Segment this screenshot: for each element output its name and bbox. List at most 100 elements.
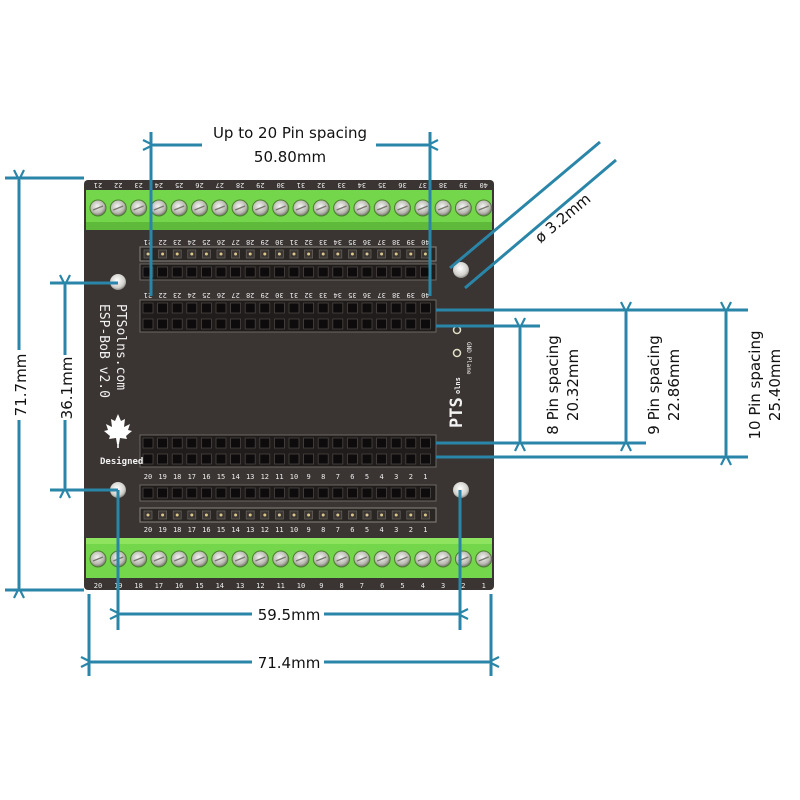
- top-male-pin-40: [423, 252, 427, 256]
- bottom-terminal-label-6: 6: [380, 582, 384, 590]
- bottom-header-row1-label-4: 4: [379, 473, 383, 481]
- screw-slot: [234, 556, 246, 562]
- bottom-double-row2-socket-18: [171, 453, 183, 465]
- screw-slot: [133, 205, 144, 211]
- bottom-single-socket-17: [186, 487, 198, 499]
- bottom-double-row1-socket-15: [215, 437, 227, 449]
- bottom-header-row2-label-13: 13: [246, 526, 254, 534]
- dim-50-80-value: 50.80mm: [254, 148, 326, 166]
- top-terminal-label-29: 29: [256, 181, 264, 189]
- bottom-double-row1-socket-2: [405, 437, 417, 449]
- bottom-male-pin-2: [409, 513, 413, 517]
- top-terminal-label-40: 40: [479, 181, 487, 189]
- bottom-header-row1-label-15: 15: [217, 473, 225, 481]
- bottom-double-row2-socket-8: [317, 453, 329, 465]
- top-header-row2-label-35: 35: [348, 291, 356, 299]
- bottom-header-row1-label-8: 8: [321, 473, 325, 481]
- top-header-row2-label-26: 26: [217, 291, 225, 299]
- top-double-row1-socket-29: [259, 302, 271, 314]
- bottom-single-socket-3: [390, 487, 402, 499]
- top-double-row2-socket-27: [230, 318, 242, 330]
- bottom-terminal-label-18: 18: [134, 582, 142, 590]
- maple-leaf-icon: [104, 414, 132, 448]
- top-male-pin-31: [292, 252, 296, 256]
- top-double-row1-socket-26: [215, 302, 227, 314]
- top-female-header-single: [139, 263, 437, 281]
- top-header-row1-label-30: 30: [275, 238, 283, 246]
- screw-slot: [417, 205, 429, 211]
- top-male-pin-34: [336, 252, 340, 256]
- top-header-row1-label-29: 29: [261, 238, 269, 246]
- top-header-row1-label-37: 37: [377, 238, 385, 246]
- top-single-socket-34: [332, 266, 344, 278]
- screw-slot: [173, 556, 185, 562]
- screw-slot: [153, 205, 165, 211]
- bottom-double-row2-socket-13: [244, 453, 256, 465]
- screw-slot: [316, 556, 327, 562]
- bottom-male-pin-14: [234, 513, 238, 517]
- bottom-double-row1-socket-8: [317, 437, 329, 449]
- bottom-header-row2-label-1: 1: [423, 526, 427, 534]
- screw-slot: [295, 205, 307, 211]
- top-header-row1-label-27: 27: [231, 238, 239, 246]
- top-header-row2-label-24: 24: [188, 291, 196, 299]
- bottom-male-pin-6: [350, 513, 354, 517]
- screw-slot: [133, 556, 144, 562]
- top-double-row2-socket-25: [200, 318, 212, 330]
- top-male-pin-37: [380, 252, 384, 256]
- top-terminal-label-23: 23: [134, 181, 142, 189]
- bottom-single-socket-9: [303, 487, 315, 499]
- top-terminal-label-32: 32: [317, 181, 325, 189]
- bottom-single-socket-8: [317, 487, 329, 499]
- bottom-double-row1-socket-9: [303, 437, 315, 449]
- bottom-single-socket-19: [157, 487, 169, 499]
- top-header-row1-label-25: 25: [202, 238, 210, 246]
- bottom-header-row1-label-6: 6: [350, 473, 354, 481]
- bottom-terminal-label-15: 15: [195, 582, 203, 590]
- top-double-row1-socket-40: [419, 302, 431, 314]
- screw-slot: [316, 205, 327, 211]
- top-header-row1-label-21: 21: [144, 238, 152, 246]
- top-single-socket-23: [171, 266, 183, 278]
- bottom-header-row1-label-18: 18: [173, 473, 181, 481]
- bottom-male-pin-15: [219, 513, 223, 517]
- screw-slot: [295, 556, 307, 562]
- bottom-terminal-label-14: 14: [216, 582, 224, 590]
- screw-slot: [356, 556, 368, 562]
- bottom-single-socket-16: [200, 487, 212, 499]
- top-male-pin-35: [350, 252, 354, 256]
- top-double-row2-socket-39: [405, 318, 417, 330]
- bottom-header-row1-label-10: 10: [290, 473, 298, 481]
- bottom-double-row2-socket-6: [346, 453, 358, 465]
- top-header-row1-label-31: 31: [290, 238, 298, 246]
- bottom-single-socket-4: [376, 487, 388, 499]
- top-double-row2-socket-28: [244, 318, 256, 330]
- top-header-row2-label-33: 33: [319, 291, 327, 299]
- top-header-row2-label-38: 38: [392, 291, 400, 299]
- top-terminal-label-25: 25: [175, 181, 183, 189]
- top-single-socket-32: [303, 266, 315, 278]
- top-double-row2-socket-33: [317, 318, 329, 330]
- screw-slot: [376, 205, 388, 211]
- top-single-socket-33: [317, 266, 329, 278]
- bottom-male-pin-4: [380, 513, 384, 517]
- screw-slot: [153, 556, 165, 562]
- bottom-double-row1-socket-7: [332, 437, 344, 449]
- screw-slot: [376, 556, 388, 562]
- top-double-row1-socket-30: [273, 302, 285, 314]
- bottom-male-pin-7: [336, 513, 340, 517]
- bottom-header-row2-label-18: 18: [173, 526, 181, 534]
- pts-logo-subtext: olns: [454, 377, 462, 394]
- top-header-row1-label-26: 26: [217, 238, 225, 246]
- dim-10-pin-value: 25.40mm: [766, 349, 784, 421]
- top-double-row1-socket-38: [390, 302, 402, 314]
- top-header-row1-label-36: 36: [363, 238, 371, 246]
- bottom-header-row1-label-9: 9: [306, 473, 310, 481]
- top-terminal-label-28: 28: [236, 181, 244, 189]
- dim-8-pin-value: 20.32mm: [564, 349, 582, 421]
- top-header-row2-label-39: 39: [407, 291, 415, 299]
- top-male-pin-22: [161, 252, 165, 256]
- bottom-female-header-single: [139, 484, 437, 502]
